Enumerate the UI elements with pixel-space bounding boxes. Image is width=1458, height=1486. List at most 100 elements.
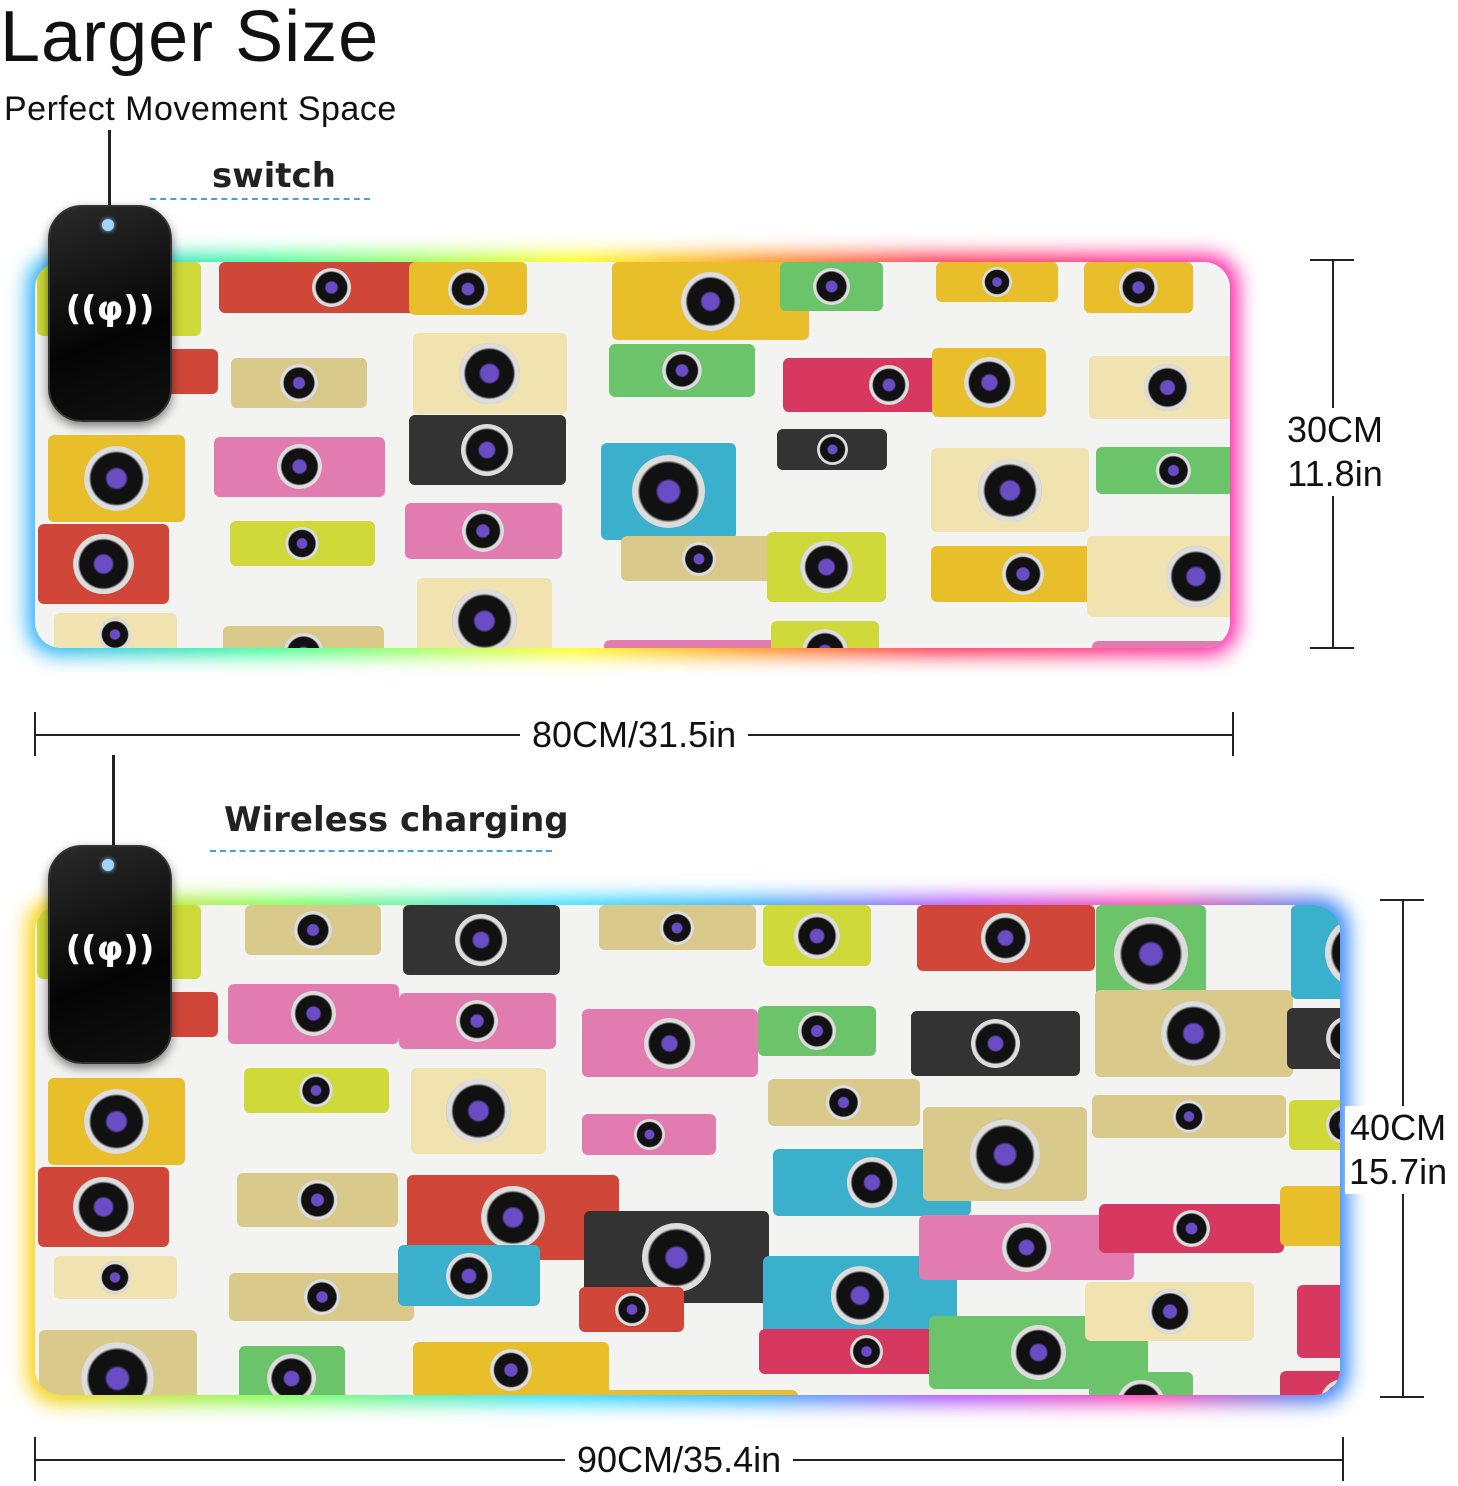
camera-lens xyxy=(978,458,1042,522)
camera-lens xyxy=(660,910,695,945)
camera-lens xyxy=(1173,1100,1206,1133)
camera-lens xyxy=(1001,553,1044,596)
camera-illustration xyxy=(1095,447,1230,495)
camera-lens xyxy=(280,364,318,402)
camera-lens xyxy=(1165,546,1227,607)
camera-illustration xyxy=(620,536,779,582)
camera-illustration xyxy=(581,1009,758,1078)
camera-illustration xyxy=(1085,1282,1255,1341)
camera-illustration xyxy=(228,984,400,1044)
camera-illustration xyxy=(1088,356,1230,419)
camera-lens xyxy=(455,913,508,966)
camera-illustration xyxy=(1096,905,1206,1004)
camera-illustration xyxy=(1288,1100,1340,1150)
camera-illustration xyxy=(1095,990,1293,1077)
cable xyxy=(108,130,111,210)
camera-illustration xyxy=(1279,1371,1340,1395)
camera-lens xyxy=(462,509,505,552)
camera-illustration xyxy=(931,546,1115,603)
height-in-label: 11.8in xyxy=(1287,453,1383,494)
camera-lens xyxy=(267,1354,316,1395)
camera-lens xyxy=(1161,1000,1227,1067)
camera-lens xyxy=(846,1157,898,1208)
camera-lens xyxy=(633,1119,665,1151)
camera-lens xyxy=(99,1261,132,1294)
camera-lens xyxy=(830,1265,890,1325)
camera-illustration xyxy=(219,262,444,314)
camera-lens xyxy=(291,991,337,1037)
camera-illustration xyxy=(1287,1008,1340,1069)
camera-illustration xyxy=(1088,1372,1194,1395)
camera-illustration xyxy=(48,435,186,522)
camera-lens xyxy=(73,534,134,595)
camera-lens xyxy=(793,912,840,959)
switch-callout: switch xyxy=(212,156,336,196)
camera-illustration xyxy=(603,640,780,648)
camera-lens xyxy=(798,1012,836,1050)
camera-lens xyxy=(1326,1015,1340,1062)
camera-illustration xyxy=(1279,1186,1340,1246)
camera-lens xyxy=(681,271,741,331)
camera-illustration xyxy=(608,344,756,397)
camera-lens xyxy=(1325,916,1340,988)
camera-illustration xyxy=(1087,536,1230,617)
camera-lens xyxy=(641,1222,712,1292)
camera-illustration xyxy=(758,1006,876,1056)
camera-lens xyxy=(73,1177,134,1238)
camera-lens xyxy=(1155,452,1192,489)
camera-lens xyxy=(1143,363,1191,411)
camera-illustration xyxy=(1290,905,1340,1000)
camera-lens xyxy=(84,445,150,512)
camera-illustration xyxy=(916,905,1095,972)
camera-illustration xyxy=(601,443,736,541)
camera-illustration xyxy=(583,1211,770,1304)
camera-illustration xyxy=(780,262,884,312)
height-cm-label: 40CM xyxy=(1350,1107,1447,1148)
camera-illustration xyxy=(53,1256,177,1299)
camera-illustration xyxy=(918,1215,1135,1280)
camera-lens xyxy=(982,267,1013,298)
camera-lens xyxy=(682,541,717,576)
camera-illustration xyxy=(930,448,1090,533)
camera-lens xyxy=(813,268,851,306)
width-label: 90CM/35.4in xyxy=(565,1438,794,1482)
camera-lens xyxy=(99,618,132,648)
switch-led-icon xyxy=(102,219,114,231)
camera-lens xyxy=(868,364,910,406)
width-label: 80CM/31.5in xyxy=(520,713,749,757)
page-title: Larger Size xyxy=(0,0,380,77)
camera-lens xyxy=(826,1084,862,1120)
camera-lens xyxy=(81,1342,155,1395)
camera-illustration xyxy=(229,1273,415,1322)
camera-illustration xyxy=(244,905,382,956)
camera-lens xyxy=(312,268,351,307)
camera-illustration xyxy=(398,993,556,1049)
switch-led-icon xyxy=(102,859,114,871)
camera-lens xyxy=(1117,1379,1165,1395)
camera-lens xyxy=(1002,1223,1051,1272)
camera-illustration xyxy=(53,613,177,648)
camera-lens xyxy=(461,423,514,476)
wireless-charging-icon: ((φ)) xyxy=(65,929,155,969)
camera-illustration xyxy=(417,578,553,648)
camera-illustration xyxy=(579,1287,685,1332)
camera-lens xyxy=(1320,1378,1340,1395)
camera-illustration xyxy=(1098,1204,1285,1254)
camera-lens xyxy=(662,350,702,391)
camera-illustration xyxy=(214,437,386,497)
camera-illustration xyxy=(398,1245,541,1307)
camera-lens xyxy=(1172,1210,1210,1248)
camera-illustration xyxy=(767,532,886,602)
camera-lens xyxy=(456,999,499,1042)
camera-lens xyxy=(1114,917,1188,992)
camera-illustration xyxy=(767,1079,920,1126)
camera-illustration xyxy=(922,1107,1088,1202)
camera-lens xyxy=(277,444,323,490)
camera-lens xyxy=(963,356,1016,409)
camera-illustration xyxy=(1084,262,1193,314)
camera-lens xyxy=(800,540,853,593)
camera-lens xyxy=(614,1292,649,1327)
camera-illustration xyxy=(598,905,757,951)
camera-illustration xyxy=(408,415,566,485)
camera-lens xyxy=(1119,268,1158,307)
